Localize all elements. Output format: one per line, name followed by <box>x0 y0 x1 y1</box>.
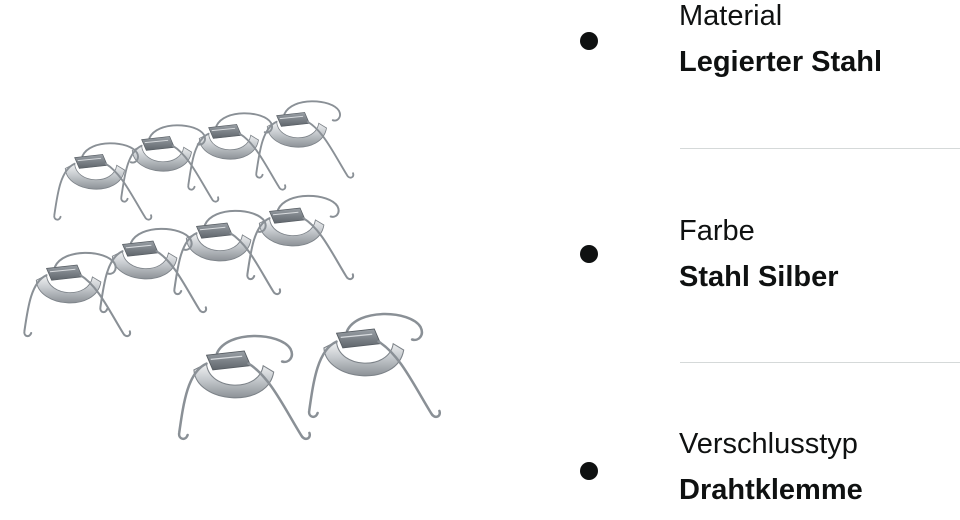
wire-clamp-icon <box>246 194 355 281</box>
bullet-icon <box>580 245 598 263</box>
wire-clamp-icon <box>307 312 442 419</box>
wire-clamp-icon <box>99 227 208 314</box>
spec-row-closure-type: Verschlusstyp Drahtklemme <box>560 420 960 520</box>
spec-row-color: Farbe Stahl Silber <box>560 207 960 307</box>
divider <box>680 362 960 363</box>
wire-clamp-icon <box>173 209 282 296</box>
spec-row-material: Material Legierter Stahl <box>560 0 960 100</box>
wire-clamp-icon <box>23 251 132 338</box>
spec-label: Material <box>679 0 783 32</box>
wire-clamp-icon <box>53 142 153 221</box>
wire-clamp-set-image <box>23 100 442 441</box>
spec-label: Farbe <box>679 215 755 247</box>
wire-clamp-icon <box>177 334 312 441</box>
spec-value: Stahl Silber <box>679 261 839 293</box>
wire-clamp-icon <box>187 112 287 191</box>
product-image <box>0 0 470 507</box>
spec-label: Verschlusstyp <box>679 428 858 460</box>
bullet-icon <box>580 462 598 480</box>
divider <box>680 148 960 149</box>
wire-clamp-icon <box>255 100 355 179</box>
spec-list: Material Legierter Stahl Farbe Stahl Sil… <box>560 0 960 507</box>
spec-value: Drahtklemme <box>679 474 863 506</box>
bullet-icon <box>580 32 598 50</box>
wire-clamp-icon <box>120 124 220 203</box>
spec-value: Legierter Stahl <box>679 46 883 78</box>
